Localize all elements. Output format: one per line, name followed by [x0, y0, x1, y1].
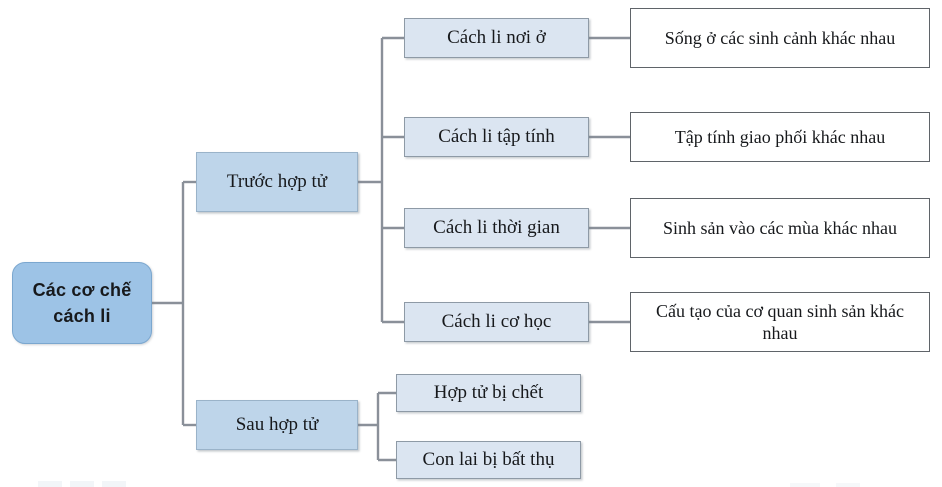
node-desc-cach-li-co-hoc-label: Cấu tạo của cơ quan sinh sản khác nhau: [656, 300, 904, 344]
node-sub-hop-tu-bi-chet-label: Hợp tử bị chết: [433, 382, 544, 403]
node-sub-cach-li-thoi-gian-label: Cách li thời gian: [433, 217, 560, 238]
node-desc-cach-li-noi-o-label: Sống ở các sinh cảnh khác nhau: [664, 27, 896, 48]
scan-artifact: [790, 483, 820, 487]
node-branch-sau-hop-tu[interactable]: Sau hợp tử: [196, 400, 358, 450]
node-sub-cach-li-co-hoc[interactable]: Cách li cơ học: [404, 302, 589, 342]
node-desc-cach-li-co-hoc: Cấu tạo của cơ quan sinh sản khác nhau: [630, 292, 930, 352]
node-desc-cach-li-noi-o: Sống ở các sinh cảnh khác nhau: [630, 8, 930, 68]
node-sub-cach-li-noi-o-label: Cách li nơi ở: [447, 27, 546, 48]
node-sub-cach-li-tap-tinh-label: Cách li tập tính: [438, 126, 555, 147]
node-sub-cach-li-noi-o[interactable]: Cách li nơi ở: [404, 18, 589, 58]
node-sub-cach-li-co-hoc-label: Cách li cơ học: [441, 311, 552, 332]
node-sub-cach-li-tap-tinh[interactable]: Cách li tập tính: [404, 117, 589, 157]
scan-artifact: [836, 483, 860, 487]
node-sub-hop-tu-bi-chet[interactable]: Hợp tử bị chết: [396, 374, 581, 412]
node-desc-cach-li-tap-tinh-label: Tập tính giao phối khác nhau: [674, 126, 886, 147]
node-branch-truoc-hop-tu[interactable]: Trước hợp tử: [196, 152, 358, 212]
node-branch-sau-hop-tu-label: Sau hợp tử: [235, 414, 319, 435]
node-root-label: Các cơ chế cách li: [32, 279, 132, 326]
node-sub-con-lai-bi-bat-thu[interactable]: Con lai bị bất thụ: [396, 441, 581, 479]
node-root[interactable]: Các cơ chế cách li: [12, 262, 152, 344]
node-desc-cach-li-tap-tinh: Tập tính giao phối khác nhau: [630, 112, 930, 162]
scan-artifact: [102, 481, 126, 487]
node-desc-cach-li-thoi-gian-label: Sinh sản vào các mùa khác nhau: [663, 217, 897, 238]
node-desc-cach-li-thoi-gian: Sinh sản vào các mùa khác nhau: [630, 198, 930, 258]
scan-artifact: [38, 481, 62, 487]
scan-artifact: [70, 481, 94, 487]
node-branch-truoc-hop-tu-label: Trước hợp tử: [226, 171, 328, 192]
node-sub-cach-li-thoi-gian[interactable]: Cách li thời gian: [404, 208, 589, 248]
node-sub-con-lai-bi-bat-thu-label: Con lai bị bất thụ: [422, 449, 555, 470]
